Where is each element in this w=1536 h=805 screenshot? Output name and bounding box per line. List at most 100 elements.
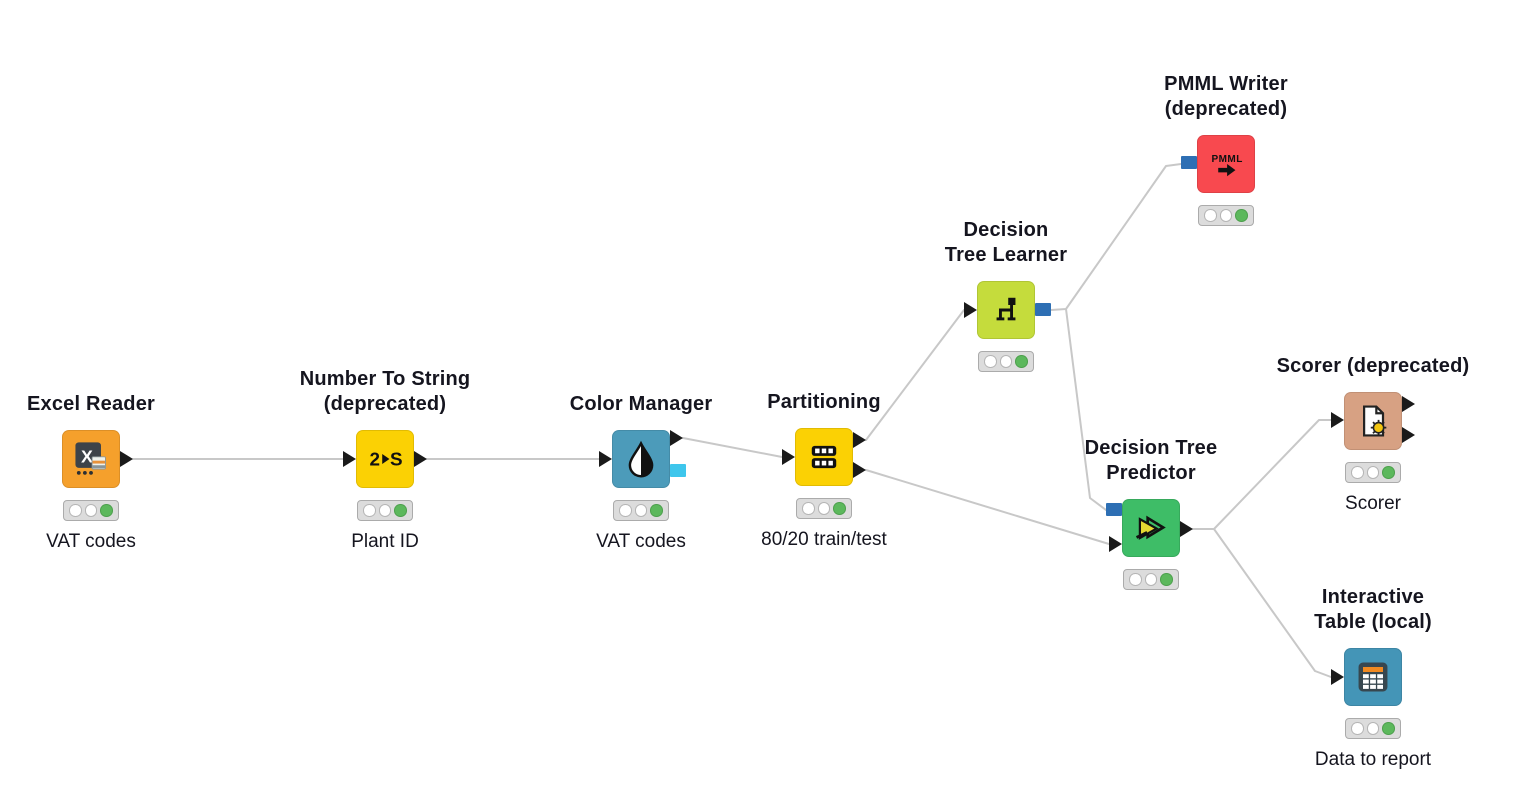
node-body[interactable] xyxy=(1122,499,1180,557)
node-title: Number To String(deprecated) xyxy=(300,367,471,417)
traffic-light-green xyxy=(1235,209,1248,222)
node-body[interactable]: X xyxy=(62,430,120,488)
input-port-data[interactable] xyxy=(782,449,795,465)
traffic-light-red xyxy=(1204,209,1217,222)
node-body[interactable] xyxy=(1344,392,1402,450)
connection-decision-tree-learner-to-decision-tree-predictor[interactable] xyxy=(1065,308,1107,511)
node-pmml-writer[interactable]: PMML Writer (deprecated) PMML xyxy=(1164,73,1288,226)
excel-reader-icon: X xyxy=(71,439,111,479)
node-body[interactable]: PMML xyxy=(1197,135,1255,193)
traffic-light-green xyxy=(1160,573,1173,586)
node-title-line: (deprecated) xyxy=(1164,98,1288,120)
output-port-data[interactable] xyxy=(853,462,866,478)
node-title: Partitioning xyxy=(767,390,881,415)
input-port-data[interactable] xyxy=(1331,412,1344,428)
input-port-model[interactable] xyxy=(1106,503,1122,516)
node-body[interactable] xyxy=(795,428,853,486)
node-scorer[interactable]: Scorer (deprecated) Scorer xyxy=(1277,355,1470,515)
output-port-data[interactable] xyxy=(1402,396,1415,412)
traffic-light-green xyxy=(100,504,113,517)
output-port-data[interactable] xyxy=(670,430,683,446)
output-port-model[interactable] xyxy=(1035,303,1051,316)
traffic-light-green xyxy=(1382,466,1395,479)
node-title-line: Predictor xyxy=(1106,462,1196,484)
output-port-color[interactable] xyxy=(670,464,686,477)
traffic-light xyxy=(613,500,669,521)
node-excel-reader[interactable]: Excel Reader X VAT codes xyxy=(27,393,155,553)
node-annotation[interactable]: VAT codes xyxy=(596,531,686,552)
traffic-light-green xyxy=(394,504,407,517)
node-body[interactable] xyxy=(977,281,1035,339)
traffic-light xyxy=(1123,569,1179,590)
input-port-model[interactable] xyxy=(1181,156,1197,169)
node-annotation[interactable]: 80/20 train/test xyxy=(761,529,887,550)
output-port-data[interactable] xyxy=(1180,521,1193,537)
pmml-writer-icon: PMML xyxy=(1206,144,1246,184)
input-port-data[interactable] xyxy=(964,302,977,318)
node-partitioning[interactable]: Partitioning 80/20 train/test xyxy=(761,391,887,551)
traffic-light-yellow xyxy=(634,504,648,517)
connection-partitioning-to-decision-tree-predictor[interactable] xyxy=(865,469,1110,545)
node-body[interactable] xyxy=(1344,648,1402,706)
connection-decision-tree-predictor-to-interactive-table[interactable] xyxy=(1213,528,1332,678)
input-port-data[interactable] xyxy=(343,451,356,467)
node-title-line: Decision xyxy=(963,219,1049,241)
traffic-light-red xyxy=(802,502,815,515)
traffic-light-yellow xyxy=(1366,466,1380,479)
node-title: Color Manager xyxy=(570,392,713,417)
output-port-data[interactable] xyxy=(853,432,866,448)
input-port-data[interactable] xyxy=(599,451,612,467)
output-port-data[interactable] xyxy=(414,451,427,467)
traffic-light xyxy=(978,351,1034,372)
node-body[interactable] xyxy=(612,430,670,488)
node-annotation[interactable]: VAT codes xyxy=(46,531,136,552)
node-title: PMML Writer (deprecated) xyxy=(1164,72,1288,122)
traffic-light-green xyxy=(650,504,663,517)
traffic-light-yellow xyxy=(1366,722,1380,735)
node-annotation[interactable]: Plant ID xyxy=(351,531,419,552)
interactive-table-icon xyxy=(1353,657,1393,697)
output-port-data[interactable] xyxy=(1402,427,1415,443)
partitioning-icon xyxy=(804,437,844,477)
node-title-line: Table (local) xyxy=(1314,611,1432,633)
node-annotation[interactable]: Scorer xyxy=(1345,493,1401,514)
node-title-line: PMML Writer xyxy=(1164,73,1288,95)
traffic-light xyxy=(63,500,119,521)
connection-decision-tree-predictor-to-scorer[interactable] xyxy=(1192,419,1332,530)
input-port-data[interactable] xyxy=(1331,669,1344,685)
node-annotation[interactable]: Data to report xyxy=(1314,749,1432,770)
svg-text:PMML: PMML xyxy=(1212,154,1243,165)
traffic-light-red xyxy=(1351,722,1364,735)
connection-color-manager-to-partitioning[interactable] xyxy=(682,437,783,458)
connection-partitioning-to-decision-tree-learner[interactable] xyxy=(865,309,965,441)
node-title-line: Number To String xyxy=(299,368,471,390)
input-port-data[interactable] xyxy=(1109,536,1122,552)
traffic-light-yellow xyxy=(817,502,831,515)
node-title-line: Decision Tree xyxy=(1084,437,1218,459)
node-title-line: Scorer (deprecated) xyxy=(1276,355,1470,377)
traffic-light xyxy=(796,498,852,519)
connection-decision-tree-learner-to-pmml-writer[interactable] xyxy=(1050,163,1182,311)
traffic-light xyxy=(1198,205,1254,226)
traffic-light-red xyxy=(1351,466,1364,479)
node-title-line: Partitioning xyxy=(767,391,881,413)
node-title-line: Tree Learner xyxy=(944,244,1068,266)
output-port-data[interactable] xyxy=(120,451,133,467)
traffic-light-red xyxy=(619,504,632,517)
node-color-manager[interactable]: Color Manager VAT codes xyxy=(570,393,712,553)
traffic-light-red xyxy=(69,504,82,517)
traffic-light xyxy=(357,500,413,521)
traffic-light-red xyxy=(363,504,376,517)
decision-tree-learner-icon xyxy=(986,290,1026,330)
traffic-light xyxy=(1345,718,1401,739)
